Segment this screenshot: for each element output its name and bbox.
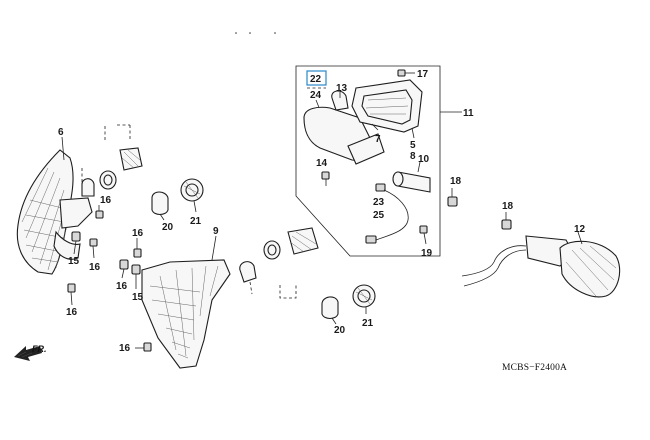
callout-25: 25 — [373, 210, 385, 221]
callout-16b: 16 — [89, 262, 101, 273]
callout-21b: 21 — [362, 318, 374, 329]
callout-13: 13 — [336, 83, 348, 94]
leader-7 — [371, 123, 379, 131]
bolt-16-center-top — [133, 238, 142, 258]
assembly-outline-11 — [295, 65, 441, 257]
bolt-10-relay — [392, 171, 431, 193]
callout-17: 17 — [417, 69, 429, 80]
bulb-20-center — [321, 296, 339, 320]
callout-9: 9 — [213, 226, 219, 237]
callout-19: 19 — [421, 248, 433, 259]
leader-9 — [211, 235, 217, 261]
bolt-16-left-mid — [89, 238, 98, 259]
callout-18b: 18 — [502, 201, 514, 212]
leader-15a — [73, 240, 77, 255]
socket-21-left-base — [180, 178, 204, 202]
callout-20b: 20 — [334, 325, 346, 336]
screw-17 — [397, 69, 415, 77]
callout-16d: 16 — [132, 228, 144, 239]
callout-16e: 16 — [116, 281, 128, 292]
bulb-13 — [331, 90, 349, 111]
top-marks — [235, 32, 276, 34]
screw-19 — [419, 225, 428, 245]
callout-20a: 20 — [162, 222, 174, 233]
callout-18a: 18 — [450, 176, 462, 187]
callout-16a: 16 — [100, 195, 112, 206]
rubber-seal-center — [263, 240, 281, 260]
bulb-20-left — [151, 191, 169, 216]
callout-8: 8 — [410, 151, 416, 162]
grommet-15-left — [71, 231, 81, 242]
callout-21a: 21 — [190, 216, 202, 227]
front-left-turn-signal-lens — [16, 149, 93, 275]
leader-20a — [159, 213, 165, 221]
bulb-center-small — [239, 261, 257, 283]
rear-signal-lens-rubber — [351, 79, 423, 133]
callout-7: 7 — [375, 134, 381, 145]
callout-5: 5 — [410, 140, 416, 151]
socket-21-center-base — [352, 284, 376, 308]
front-direction-label: FR. — [32, 344, 47, 354]
grommet-15-center — [131, 264, 141, 289]
diagram-code: MCBS−F2400A — [502, 363, 567, 373]
rear-right-turn-signal — [461, 235, 621, 298]
leader-10 — [417, 161, 421, 173]
callout-15b: 15 — [132, 292, 144, 303]
group-bracket-center — [279, 285, 297, 299]
front-direction-arrow-icon — [14, 346, 42, 361]
socket-21-left — [119, 147, 143, 171]
nut-18-right — [501, 212, 512, 230]
callout-22: 22 — [310, 74, 322, 85]
callout-12: 12 — [574, 224, 586, 235]
bolt-16-left-top — [95, 205, 104, 219]
nut-18-center — [447, 188, 458, 207]
callout-14: 14 — [316, 158, 328, 169]
leader-20b — [331, 317, 337, 325]
leader-6 — [61, 136, 65, 161]
callout-16f: 16 — [119, 343, 131, 354]
bolt-16-center-left — [119, 259, 129, 279]
callout-24: 24 — [310, 90, 322, 101]
leader-12 — [577, 231, 583, 245]
bulb-left-small — [81, 178, 95, 197]
screw-14 — [321, 171, 330, 186]
rear-left-signal-housing — [303, 106, 385, 165]
dash-center-small — [249, 281, 253, 295]
highlight-box-22 — [306, 70, 327, 86]
socket-center — [287, 227, 319, 255]
callout-6: 6 — [58, 127, 64, 138]
wire-harness-19 — [365, 183, 409, 244]
leader-5 — [411, 127, 415, 139]
callout-16c: 16 — [66, 307, 78, 318]
group-bracket-left — [104, 124, 131, 140]
callout-23: 23 — [373, 197, 385, 208]
bolt-16-left-bottom — [67, 283, 76, 306]
callout-15a: 15 — [68, 256, 80, 267]
leader-21a — [193, 200, 197, 213]
bolt-16-center-bottom — [135, 342, 152, 352]
callout-10: 10 — [418, 154, 430, 165]
callout-11: 11 — [463, 108, 474, 119]
front-right-turn-signal-lens — [141, 259, 231, 369]
rubber-seal-left — [99, 170, 117, 190]
